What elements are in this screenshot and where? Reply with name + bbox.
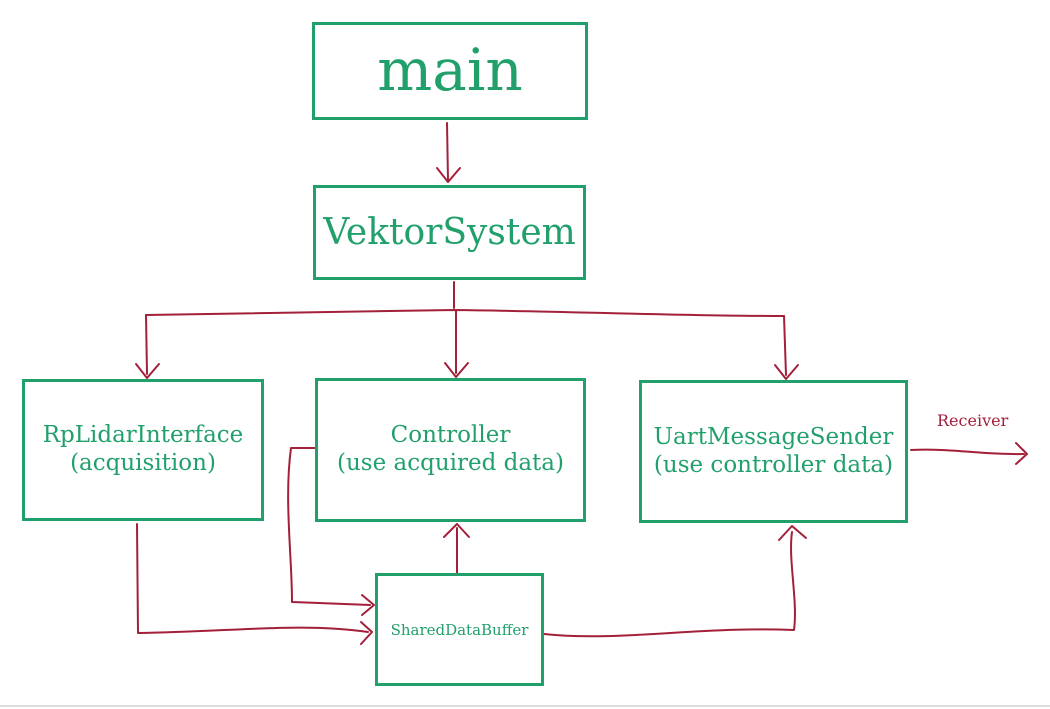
bottom-divider <box>0 705 1050 707</box>
node-controller-title: Controller <box>390 422 511 449</box>
arrow-controller-to-shareddatabuffer <box>287 447 375 616</box>
node-uartmessagesender-title: UartMessageSender <box>653 423 894 450</box>
node-uartmessagesender: UartMessageSender (use controller data) <box>639 380 908 523</box>
node-shareddatabuffer-label: SharedDataBuffer <box>390 620 529 639</box>
node-main-label: main <box>377 36 523 105</box>
node-vektorsystem: VektorSystem <box>313 185 586 280</box>
arrow-shareddatabuffer-to-uartmessagesender <box>543 525 807 638</box>
connector-vektorsystem-bus <box>145 281 785 317</box>
node-rplidarinterface-subtitle: (acquisition) <box>70 450 216 476</box>
node-vektorsystem-label: VektorSystem <box>323 211 576 253</box>
node-controller-subtitle: (use acquired data) <box>336 450 564 476</box>
node-uartmessagesender-subtitle: (use controller data) <box>653 451 894 478</box>
receiver-label: Receiver <box>937 411 1009 430</box>
arrow-vektorsystem-to-controller <box>444 309 469 378</box>
arrow-rplidarinterface-to-shareddatabuffer <box>136 523 373 645</box>
node-controller: Controller (use acquired data) <box>315 378 586 522</box>
arrow-vektorsystem-to-uartmessagesender <box>774 315 799 380</box>
arrow-shareddatabuffer-to-controller <box>443 523 470 574</box>
node-main: main <box>312 22 588 120</box>
node-rplidarinterface-title: RpLidarInterface <box>42 422 244 449</box>
node-shareddatabuffer: SharedDataBuffer <box>375 573 544 686</box>
arrow-main-to-vektorsystem <box>436 122 461 183</box>
arrow-vektorsystem-to-rplidarinterface <box>135 314 160 379</box>
arrow-uartmessagesender-to-receiver <box>910 442 1028 465</box>
node-rplidarinterface: RpLidarInterface (acquisition) <box>22 379 264 521</box>
